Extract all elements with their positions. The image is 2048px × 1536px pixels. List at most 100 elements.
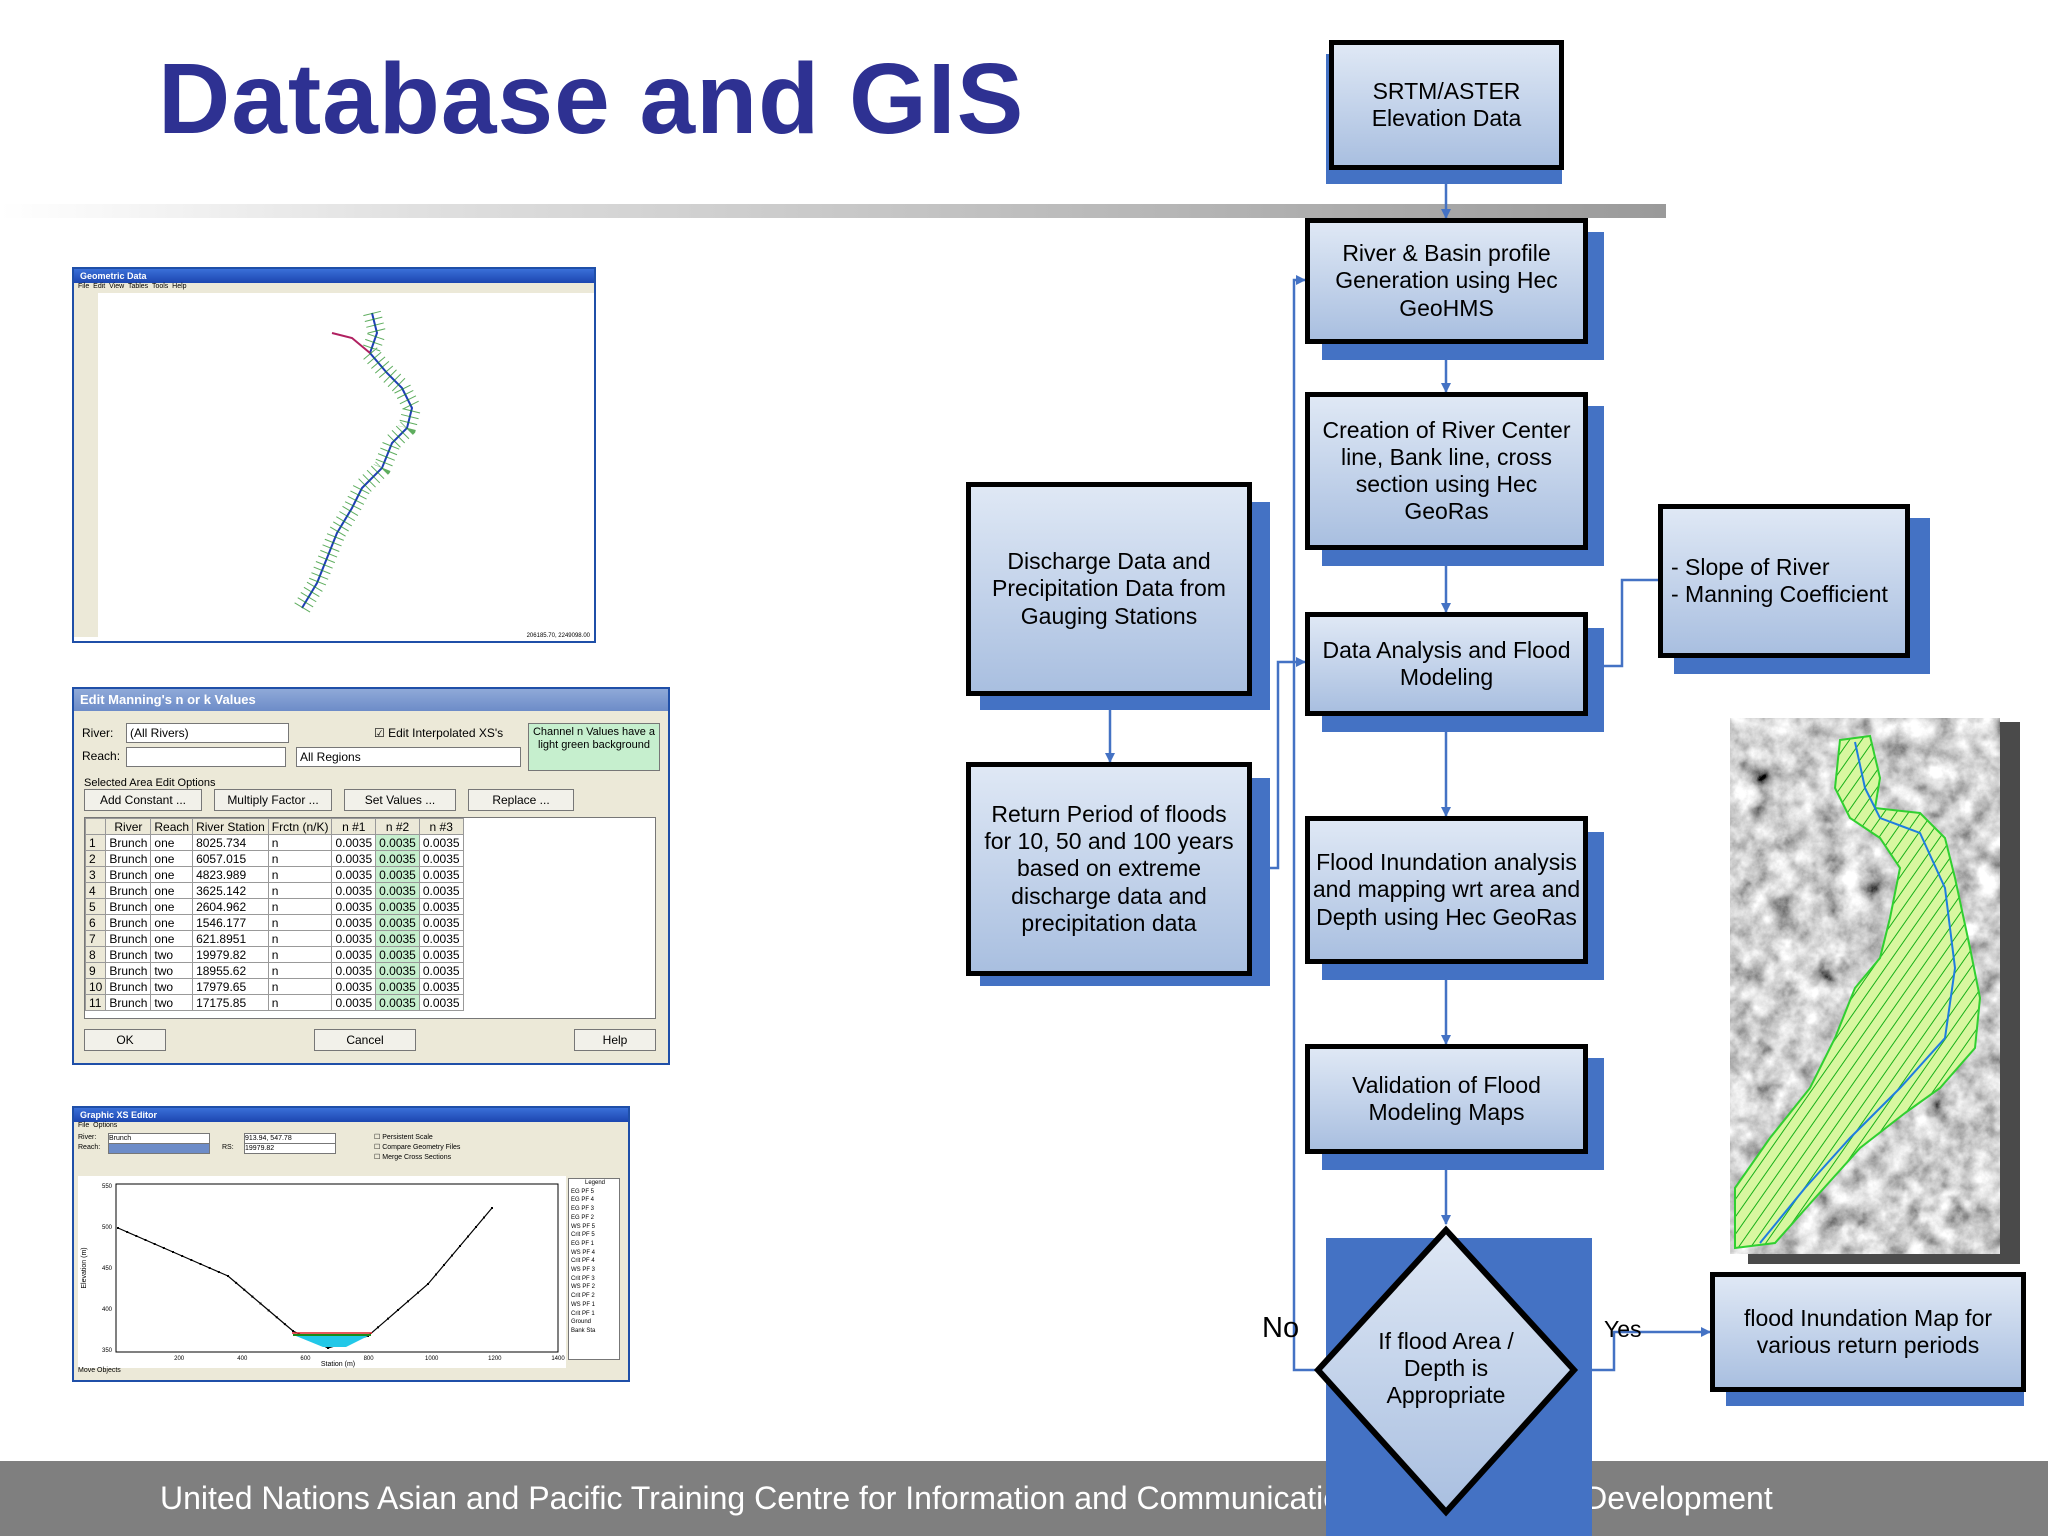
ground-point: [243, 1288, 246, 1291]
table-cell[interactable]: 17175.85: [192, 994, 269, 1011]
table-cell[interactable]: 0.0035: [418, 898, 464, 915]
arrow-decision-no-loop: [1292, 275, 1318, 1372]
table-cell[interactable]: 0.0035: [375, 834, 420, 851]
table-cell[interactable]: 0.0035: [375, 914, 420, 931]
table-cell[interactable]: 0.0035: [375, 994, 420, 1011]
table-cell[interactable]: n: [267, 962, 333, 979]
xs-menu-options[interactable]: Options: [93, 1122, 118, 1129]
table-cell[interactable]: 0.0035: [418, 882, 464, 899]
label-yes: Yes: [1604, 1316, 1642, 1342]
table-cell[interactable]: 0.0035: [418, 866, 464, 883]
set-values-button[interactable]: Set Values ...: [344, 789, 456, 811]
replace-button[interactable]: Replace ...: [468, 789, 574, 811]
ground-point: [153, 1243, 156, 1245]
geometric-tool-palette[interactable]: [74, 293, 98, 637]
cancel-button[interactable]: Cancel: [314, 1029, 416, 1051]
table-cell[interactable]: Brunch: [105, 994, 152, 1011]
node-return-period-text: Return Period of floods for 10, 50 and 1…: [984, 801, 1234, 936]
legend-item: Bank Sta: [571, 1327, 596, 1334]
x-axis-label: Station (m): [321, 1361, 355, 1368]
y-axis-label: Elevation (m): [81, 1247, 88, 1288]
table-cell: 5: [85, 898, 107, 915]
reach-select[interactable]: [126, 747, 286, 767]
table-cell[interactable]: 0.0035: [375, 978, 420, 995]
xs-reach-label: Reach:: [78, 1144, 101, 1151]
label-no: No: [1262, 1312, 1300, 1344]
ground-point: [267, 1309, 270, 1312]
regions-select[interactable]: All Regions: [296, 747, 521, 767]
table-cell[interactable]: 4823.989: [192, 866, 269, 883]
ground-point: [377, 1326, 379, 1329]
table-cell[interactable]: 0.0035: [418, 850, 464, 867]
menu-help[interactable]: Help: [172, 283, 187, 290]
table-cell[interactable]: 0.0035: [331, 898, 377, 915]
table-cell[interactable]: Brunch: [105, 898, 152, 915]
title-divider: [0, 204, 1666, 218]
menu-tables[interactable]: Tables: [127, 283, 149, 290]
ground-point: [387, 1317, 389, 1320]
node-slope-text: - Slope of River - Manning Coefficient: [1671, 553, 1888, 607]
table-cell[interactable]: 0.0035: [418, 962, 464, 979]
ok-button[interactable]: OK: [84, 1029, 166, 1051]
table-cell[interactable]: 0.0035: [375, 930, 420, 947]
legend-title: Legend: [584, 1180, 606, 1186]
ground-point: [144, 1239, 147, 1241]
node-creation: Creation of River Center line, Bank line…: [1305, 392, 1588, 550]
menu-tools[interactable]: Tools: [151, 283, 169, 290]
table-cell[interactable]: two: [150, 994, 194, 1011]
ground-point: [259, 1302, 262, 1305]
ground-point: [467, 1235, 469, 1238]
table-cell[interactable]: 19979.82: [192, 946, 269, 963]
add-constant-button[interactable]: Add Constant ...: [84, 789, 202, 811]
table-cell[interactable]: 0.0035: [418, 994, 464, 1011]
table-cell[interactable]: 0.0035: [375, 866, 420, 883]
menu-edit[interactable]: Edit: [93, 283, 106, 290]
edit-interpolated-checkbox[interactable]: ☑ Edit Interpolated XS's: [374, 726, 504, 740]
node-output: flood Inundation Map for various return …: [1710, 1272, 2026, 1392]
xs-rs-select[interactable]: 19979.82: [244, 1143, 336, 1154]
xs-options[interactable]: ☐ Persistent Scale ☐ Compare Geometry Fi…: [374, 1134, 461, 1161]
multiply-factor-button[interactable]: Multiply Factor ...: [214, 789, 332, 811]
table-cell[interactable]: one: [150, 898, 194, 915]
node-analysis-text: Data Analysis and Flood Modeling: [1322, 636, 1571, 690]
table-cell: 3: [85, 866, 107, 883]
table-cell[interactable]: n: [267, 994, 333, 1011]
node-return-period: Return Period of floods for 10, 50 and 1…: [966, 762, 1252, 976]
mannings-window: Edit Manning's n or k Values River: (All…: [72, 687, 670, 1065]
table-cell[interactable]: 1546.177: [192, 914, 269, 931]
menu-view[interactable]: View: [109, 283, 125, 290]
table-cell[interactable]: Brunch: [105, 962, 152, 979]
table-cell[interactable]: 0.0035: [331, 994, 377, 1011]
menu-file[interactable]: File: [78, 283, 90, 290]
x-tick-label: 1400: [551, 1356, 565, 1362]
xs-menu-file[interactable]: File: [78, 1122, 90, 1129]
ground-point: [427, 1283, 429, 1285]
y-tick-label: 350: [102, 1348, 113, 1354]
table-cell[interactable]: 18955.62: [192, 962, 269, 979]
table-cell[interactable]: 0.0035: [331, 866, 377, 883]
river-select[interactable]: (All Rivers): [126, 723, 289, 743]
legend-item: WS PF 5: [571, 1223, 596, 1230]
table-cell[interactable]: 0.0035: [418, 914, 464, 931]
edit-interpolated-label: Edit Interpolated XS's: [388, 726, 504, 740]
table-cell[interactable]: 0.0035: [375, 882, 420, 899]
xs-reach-select[interactable]: [108, 1143, 210, 1154]
table-cell[interactable]: 0.0035: [331, 946, 377, 963]
help-button[interactable]: Help: [574, 1029, 656, 1051]
table-cell[interactable]: Brunch: [105, 946, 152, 963]
arrow-slope-to-analysis: [1587, 578, 1658, 671]
y-tick-label: 550: [102, 1184, 113, 1190]
table-cell[interactable]: 0.0035: [375, 946, 420, 963]
table-cell[interactable]: 8025.734: [192, 834, 269, 851]
table-cell[interactable]: 0.0035: [331, 914, 377, 931]
